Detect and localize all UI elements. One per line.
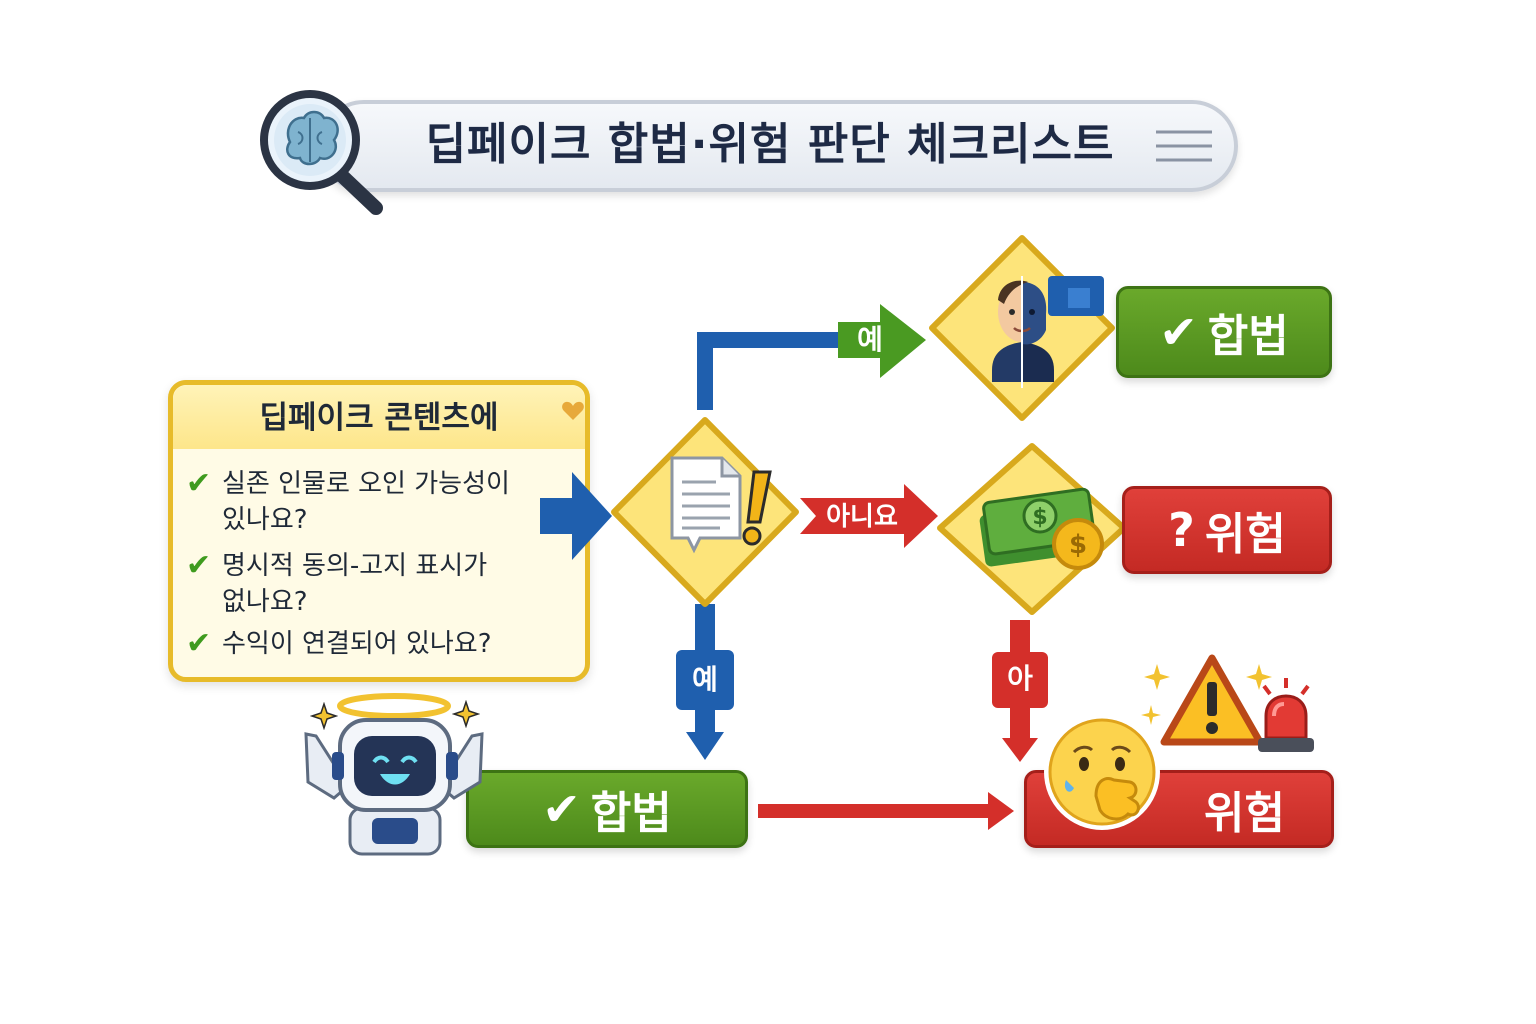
- result-risk-bottom: 위험: [1024, 770, 1334, 848]
- result-legal-top: ✔ 합법: [1116, 286, 1332, 378]
- result-legal-top-label: 합법: [1207, 311, 1289, 362]
- title-bar: [318, 100, 1238, 192]
- money-icon: $ $: [979, 487, 1104, 570]
- arrow-yes-down: [676, 604, 734, 760]
- check-icon: ✔: [186, 466, 212, 501]
- arrow-label-yes-top: 예: [857, 323, 883, 356]
- checkmark-icon: ✔: [542, 782, 581, 836]
- sparkle-icon: [1144, 664, 1170, 690]
- result-risk-bottom-label: 위험: [1204, 788, 1285, 839]
- checklist-heading: 딥페이크 콘텐츠에: [259, 400, 499, 436]
- result-risk-mid: ? 위험: [1122, 486, 1332, 574]
- arrow-no-mid: [800, 484, 938, 548]
- svg-text:$: $: [1032, 505, 1047, 530]
- warning-triangle-icon: [1160, 654, 1264, 746]
- arrow-legal-to-risk: [758, 792, 1014, 830]
- result-legal-bottom: ✔ 합법: [466, 770, 748, 848]
- sparkle-icon: [1246, 664, 1272, 690]
- checklist-item-1-line1: 실존 인물로 오인 가능성이: [222, 469, 510, 499]
- checklist-item-2-line1: 명시적 동의-고지 표시가: [222, 551, 488, 581]
- sparkle-icon: [452, 700, 480, 728]
- arrow-panel-to-decision: [540, 472, 612, 560]
- svg-text:$: $: [1069, 530, 1087, 560]
- question-icon: ?: [1168, 503, 1195, 557]
- checklist-item-2-line2: 없나요?: [222, 587, 308, 617]
- result-legal-bottom-label: 합법: [590, 788, 672, 839]
- checklist-item-3-line1: 수익이 연결되어 있나요?: [222, 629, 492, 659]
- brain-magnifier-icon: [260, 90, 383, 215]
- arrow-down-right: [992, 620, 1048, 762]
- worried-face-icon: [1044, 714, 1160, 830]
- arrow-yes-top: [697, 304, 926, 410]
- menu-lines-icon: [1156, 130, 1212, 162]
- arrow-label-down-right: 아: [1007, 662, 1033, 695]
- check-icon: ✔: [186, 626, 212, 661]
- checkmark-icon: ✔: [1159, 305, 1198, 359]
- arrow-label-no: 아니요: [826, 502, 898, 532]
- heart-icon: [562, 401, 584, 420]
- sparkle-icon: [1141, 705, 1161, 725]
- page-title: 딥페이크 합법·위험 판단 체크리스트: [425, 119, 1115, 170]
- check-icon: ✔: [186, 548, 212, 583]
- siren-icon: [1258, 678, 1314, 752]
- checklist-header: [173, 385, 585, 449]
- document-warning-icon: [670, 456, 772, 554]
- checklist-item-1-line2: 있나요?: [222, 505, 308, 535]
- sparkle-icon: [310, 702, 338, 730]
- arrow-label-yes-down: 예: [692, 663, 718, 696]
- face-split-icon: [992, 276, 1104, 388]
- result-risk-mid-label: 위험: [1204, 509, 1286, 560]
- robot-icon: [304, 693, 484, 856]
